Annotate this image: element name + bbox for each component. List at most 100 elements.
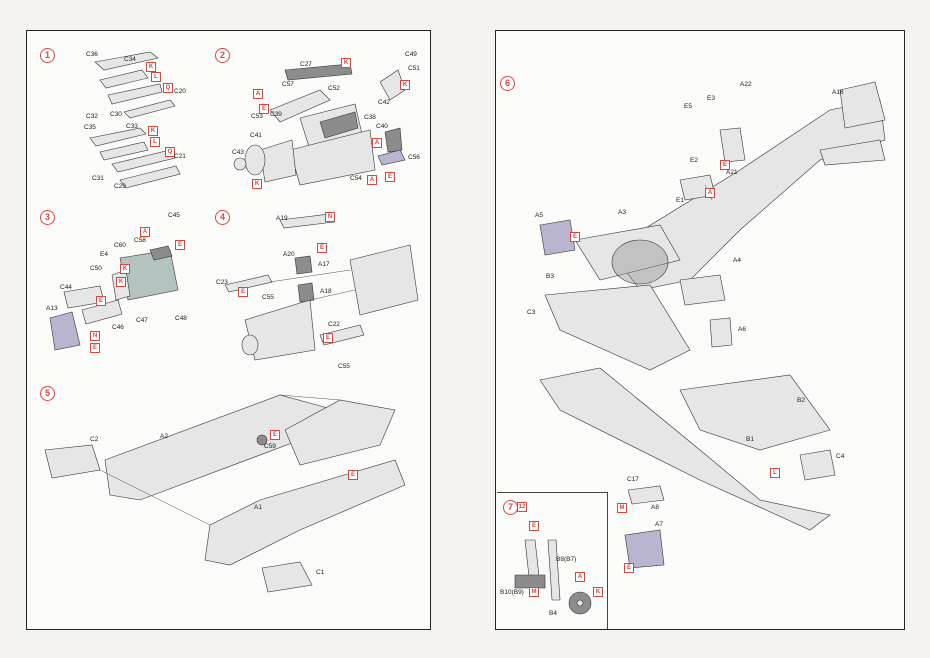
colour-tag: M [617, 503, 627, 513]
part-label: C60 [114, 242, 126, 249]
part-label: C47 [136, 317, 148, 324]
step-4-drawing [224, 213, 419, 361]
part-label: A4 [733, 257, 741, 264]
part-label: C59 [264, 443, 276, 450]
part-label: C42 [378, 99, 390, 106]
part-label: C50 [90, 265, 102, 272]
part-label: A13 [46, 305, 58, 312]
part-label: B10(B9) [500, 589, 524, 596]
colour-tag: A [372, 138, 382, 148]
part-label: C51 [408, 65, 420, 72]
part-label: C48 [175, 315, 187, 322]
colour-tag: Q [163, 83, 173, 93]
step-3-drawing [49, 245, 179, 351]
step-number-6: 6 [500, 76, 515, 91]
step-6-drawing [539, 81, 886, 569]
part-label: E1 [676, 197, 684, 204]
colour-tag: A [367, 175, 377, 185]
part-label: C20 [174, 88, 186, 95]
colour-tag: E [348, 470, 358, 480]
part-label: C35 [84, 124, 96, 131]
step-number-7: 7 [503, 500, 518, 515]
step-2-drawing [233, 63, 406, 186]
part-label: C44 [60, 284, 72, 291]
part-label: C49 [405, 51, 417, 58]
colour-tag: L [150, 137, 160, 147]
part-label: C46 [112, 324, 124, 331]
colour-tag: A [140, 227, 150, 237]
part-label: B2 [797, 397, 805, 404]
part-label: E2 [690, 157, 698, 164]
part-label: A8 [651, 504, 659, 511]
step-number-1: 1 [40, 48, 55, 63]
part-label: C56 [408, 154, 420, 161]
step-number-5: 5 [40, 386, 55, 401]
part-label: A21 [726, 169, 738, 176]
colour-tag: A [575, 572, 585, 582]
colour-tag: E [323, 333, 333, 343]
part-label: C55 [338, 363, 350, 370]
colour-tag: E [385, 172, 395, 182]
part-label: C30 [110, 111, 122, 118]
colour-tag: E [529, 521, 539, 531]
part-label: C32 [86, 113, 98, 120]
part-label: A3 [618, 209, 626, 216]
part-label: C40 [376, 123, 388, 130]
part-label: B8(B7) [556, 556, 577, 563]
part-label: E5 [684, 103, 692, 110]
colour-tag: E [90, 343, 100, 353]
part-label: C54 [350, 175, 362, 182]
colour-tag: Q [165, 147, 175, 157]
step-7-drawing [514, 539, 592, 615]
part-label: A2 [160, 433, 168, 440]
colour-tag: L [770, 468, 780, 478]
part-label: C2 [90, 436, 99, 443]
part-label: C33 [126, 123, 138, 130]
step-5-drawing [44, 394, 406, 593]
part-label: C22 [328, 321, 340, 328]
colour-tag: E [175, 240, 185, 250]
part-label: C1 [316, 569, 325, 576]
part-label: B4 [549, 610, 557, 617]
part-label: A18 [320, 288, 332, 295]
colour-tag: E [259, 104, 269, 114]
part-label: C52 [328, 85, 340, 92]
colour-tag: E [238, 287, 248, 297]
part-label: C57 [282, 81, 294, 88]
part-label: C41 [250, 132, 262, 139]
colour-tag: K [116, 277, 126, 287]
part-label: A19 [276, 215, 288, 222]
part-label: E4 [100, 251, 108, 258]
part-label: B1 [746, 436, 754, 443]
part-label: A17 [318, 261, 330, 268]
part-label: C45 [168, 212, 180, 219]
part-label: C34 [124, 56, 136, 63]
colour-tag: N [90, 331, 100, 341]
part-label: C53 [251, 113, 263, 120]
colour-tag: K [146, 62, 156, 72]
step-number-3: 3 [40, 210, 55, 225]
colour-tag: E [720, 160, 730, 170]
part-label: A1 [254, 504, 262, 511]
part-label: C58 [134, 237, 146, 244]
colour-tag: E [96, 296, 106, 306]
part-label: C27 [300, 61, 312, 68]
part-label: B3 [546, 273, 554, 280]
part-label: C29 [114, 183, 126, 190]
colour-tag: E [270, 430, 280, 440]
part-label: C36 [86, 51, 98, 58]
part-label: A20 [283, 251, 295, 258]
colour-tag: K [252, 179, 262, 189]
part-label: C31 [92, 175, 104, 182]
colour-tag: K [593, 587, 603, 597]
colour-tag: K [120, 264, 130, 274]
part-label: C3 [527, 309, 536, 316]
part-label: C4 [836, 453, 845, 460]
step-number-4: 4 [215, 210, 230, 225]
part-label: C39 [270, 111, 282, 118]
step-7-inset-box [497, 492, 608, 629]
colour-tag: E [570, 232, 580, 242]
part-label: C23 [216, 279, 228, 286]
part-label: A22 [740, 81, 752, 88]
colour-tag: M [529, 587, 539, 597]
